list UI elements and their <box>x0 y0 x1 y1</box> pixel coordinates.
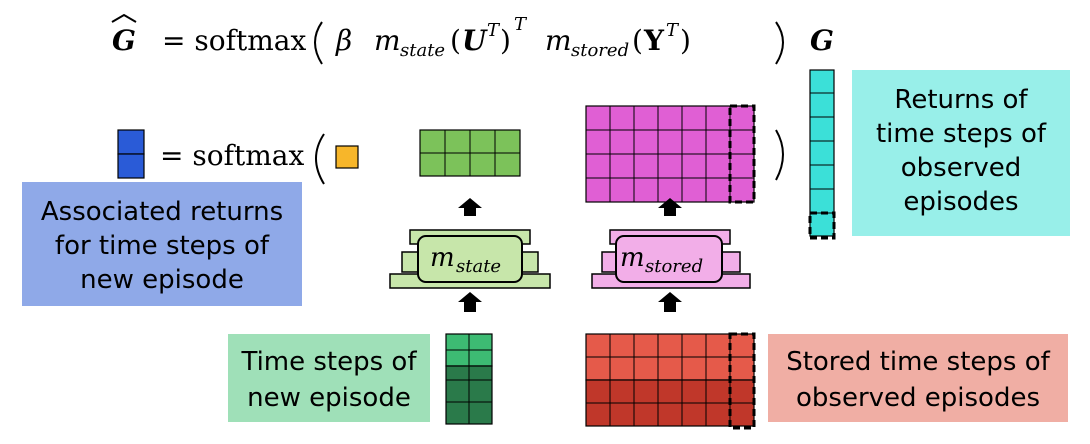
equation-paren-y-open: ( <box>632 24 643 57</box>
stored-steps-line-2: observed episodes <box>796 383 1040 413</box>
orange-cell <box>335 145 359 169</box>
equation-beta: β <box>335 24 352 57</box>
module-stored-sub: stored <box>645 256 703 277</box>
stored-steps-line-1: Stored time steps of <box>786 347 1050 377</box>
returns-line-1: Returns of <box>894 85 1028 115</box>
green-grid <box>419 129 521 177</box>
blue-cell-bottom <box>117 153 145 179</box>
time-steps-line-1: Time steps of <box>240 347 417 377</box>
equation-open-paren <box>314 21 323 65</box>
equation-m-stored: m <box>545 24 572 57</box>
row2-open-paren <box>315 133 325 185</box>
equation-paren-u-open: ( <box>450 24 461 57</box>
equation-y-transpose: T <box>666 20 680 41</box>
equation-stored-sub: stored <box>571 40 629 61</box>
module-stored: m stored <box>591 229 751 289</box>
equation-state-sub: state <box>400 40 445 61</box>
equation-m-state: m <box>374 24 401 57</box>
up-arrow-icon <box>658 292 682 312</box>
stored-steps-box: Stored time steps of observed episodes <box>768 334 1068 422</box>
equation-close-paren <box>775 21 784 65</box>
blue-cell-top <box>117 129 145 155</box>
returns-line-2: time steps of <box>876 119 1047 149</box>
returns-box: Returns of time steps of observed episod… <box>852 70 1070 236</box>
module-state-m: m <box>430 243 455 273</box>
equation-lhs-g: G <box>112 24 136 57</box>
associated-returns-box: Associated returns for time steps of new… <box>22 182 302 306</box>
module-stored-core <box>615 235 723 283</box>
equation-rhs-g: G <box>810 24 834 57</box>
stored-highlight-column <box>728 332 756 430</box>
up-arrow-icon <box>658 198 682 216</box>
time-steps-line-2: new episode <box>247 383 411 413</box>
stored-grid <box>585 332 756 430</box>
up-arrow-icon <box>458 292 482 312</box>
associated-line-2: for time steps of <box>55 231 270 261</box>
module-state-core <box>417 235 523 283</box>
equation-y: Y <box>643 24 665 57</box>
returns-line-3: observed <box>901 153 1022 183</box>
equation: G = softmax β m state ( U T ) T m stored… <box>111 13 834 65</box>
equation-paren-u-close: ) <box>500 24 511 57</box>
equation-outer-transpose: T <box>514 14 528 35</box>
cyan-highlight-cell <box>808 211 836 240</box>
equation-paren-y-close: ) <box>680 24 691 57</box>
time-steps-box: Time steps of new episode <box>228 334 430 422</box>
row2: = softmax <box>117 69 836 240</box>
module-stored-m: m <box>620 243 645 273</box>
equation-u-transpose: T <box>487 20 501 41</box>
magenta-highlight-column <box>728 104 756 204</box>
associated-line-3: new episode <box>80 265 244 295</box>
equation-softmax: = softmax <box>162 24 306 57</box>
up-arrow-icon <box>458 198 482 216</box>
module-state-sub: state <box>456 256 501 277</box>
new-episode-grid <box>445 333 493 425</box>
row2-close-paren <box>775 129 784 181</box>
hat-icon <box>111 13 137 23</box>
returns-line-4: episodes <box>903 187 1018 217</box>
row2-softmax: = softmax <box>160 139 304 172</box>
associated-line-1: Associated returns <box>41 197 283 227</box>
module-state: m state <box>389 229 551 289</box>
cyan-column <box>808 69 836 240</box>
magenta-grid <box>585 104 756 204</box>
equation-u: U <box>462 24 488 57</box>
